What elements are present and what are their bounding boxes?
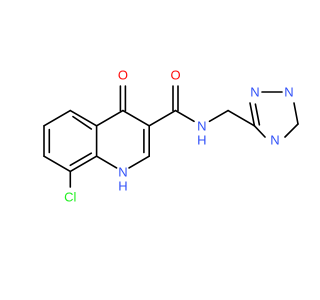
bond-lines <box>43 85 299 188</box>
amide-nitrogen-label: N <box>197 119 206 134</box>
triazole-nitrogen-1-label: N <box>250 85 259 100</box>
bridge-nitrogen-label: N <box>270 133 279 148</box>
ring-nitrogen-label: N <box>118 165 127 180</box>
ring-nh-hydrogen-label: H <box>118 179 127 194</box>
molecule-structure: O O Cl N H N H N N N <box>43 66 299 205</box>
chlorine-label: Cl <box>64 190 76 205</box>
ketone-oxygen-label: O <box>118 68 128 83</box>
triazole-nitrogen-2-label: N <box>284 85 293 100</box>
amide-hydrogen-label: H <box>197 133 206 148</box>
amide-oxygen-label: O <box>170 68 180 83</box>
atom-labels: O O Cl N H N H N N N <box>64 66 294 205</box>
